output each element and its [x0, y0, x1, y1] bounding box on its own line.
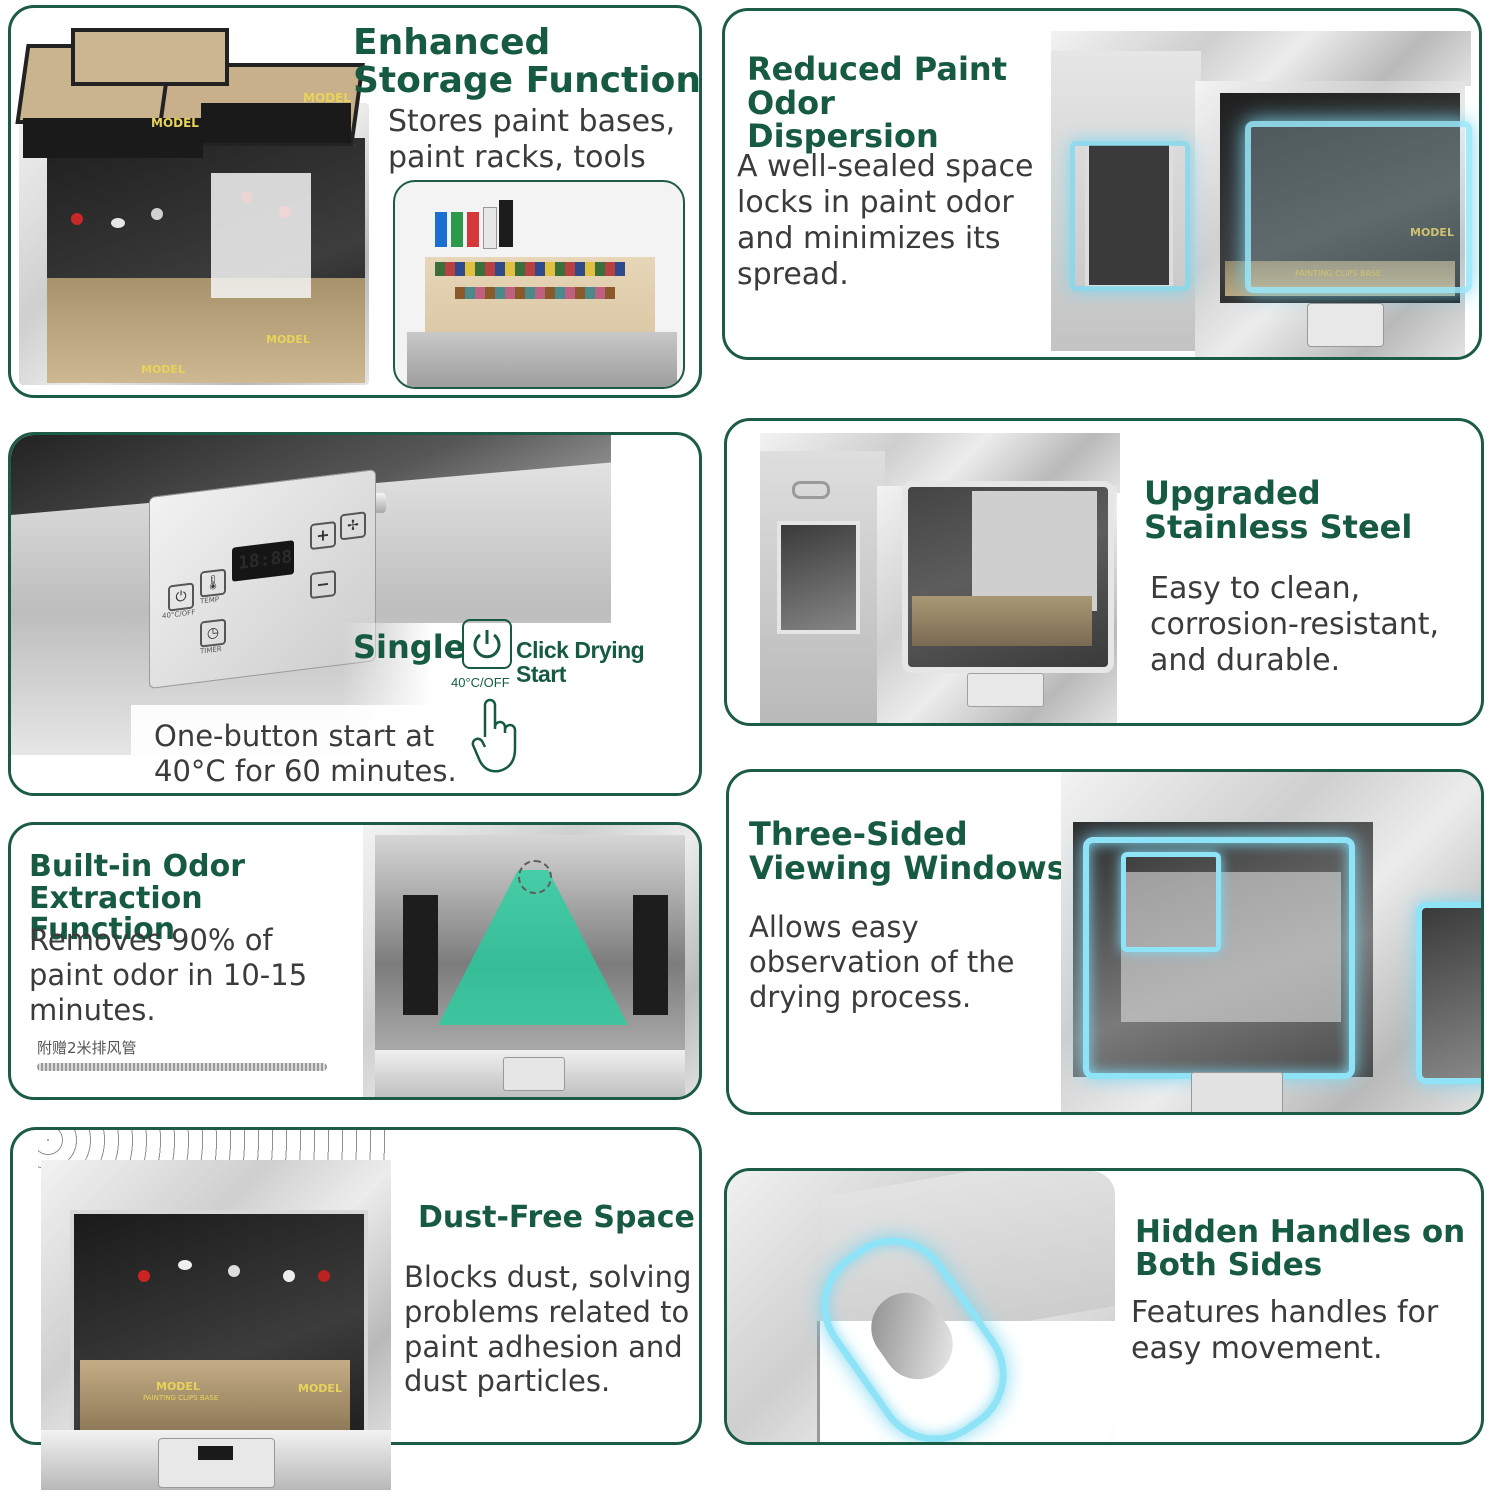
power-caption: 40°C/OFF	[451, 675, 510, 690]
storage-cabinet-image: MODEL MODEL MODEL MODEL	[11, 8, 369, 393]
base-label: PAINTING CLIPS BASE	[143, 1394, 219, 1402]
paint-rack-image	[393, 180, 685, 389]
accessory-note: 附赠2米排风管	[37, 1039, 137, 1057]
single-label: Single	[353, 628, 466, 666]
click-drying-label: Click Drying Start	[516, 637, 645, 688]
control-label: 40°C/OFF	[162, 608, 196, 621]
panel-body: One-button start at 40°C for 60 minutes.	[154, 719, 457, 788]
temp-button[interactable]: 🌡	[200, 568, 226, 598]
stainless-cabinet-image	[752, 421, 1132, 723]
panel-body: Easy to clean, corrosion-resistant, and …	[1150, 571, 1440, 678]
pointing-hand-icon	[471, 697, 521, 775]
fan-button[interactable]: ✢	[340, 511, 366, 541]
minus-button[interactable]: −	[310, 569, 336, 600]
base-label: MODEL	[156, 1380, 200, 1393]
panel-title: Dust-Free Space	[418, 1200, 695, 1235]
panel-odor-dispersion: Reduced Paint Odor Dispersion A well-sea…	[722, 8, 1482, 360]
base-label: MODEL	[298, 1382, 342, 1395]
power-icon	[462, 619, 512, 669]
fan-icon	[518, 860, 552, 894]
base-label: MODEL	[1410, 226, 1454, 239]
panel-body: Blocks dust, solving problems related to…	[404, 1260, 692, 1399]
sealed-cabinet-image: MODEL PAINTING CLIPS BASE	[1045, 11, 1479, 357]
exhaust-hose-icon	[37, 1063, 327, 1071]
panel-body: Stores paint bases, paint racks, tools	[388, 104, 676, 175]
panel-title: Enhanced Storage Function	[353, 22, 701, 101]
base-label: MODEL	[266, 333, 310, 346]
plus-button[interactable]: +	[310, 520, 336, 551]
base-label: MODEL	[141, 363, 185, 376]
panel-title: Hidden Handles on Both Sides	[1135, 1214, 1466, 1283]
temperature-display: 18:88	[232, 540, 294, 582]
dust-free-cabinet-image: MODEL MODEL PAINTING CLIPS BASE	[38, 1130, 393, 1492]
airflow-beam	[438, 870, 628, 1025]
panel-stainless-steel: Upgraded Stainless Steel Easy to clean, …	[724, 418, 1484, 726]
panel-title: Reduced Paint Odor Dispersion	[747, 50, 1007, 156]
base-label: PAINTING CLIPS BASE	[1295, 269, 1382, 278]
panel-title: Upgraded Stainless Steel	[1144, 474, 1413, 546]
side-window-glow	[1416, 902, 1481, 1084]
panel-title: Three-Sided Viewing Windows	[749, 815, 1066, 887]
panel-body: Features handles for easy movement.	[1131, 1295, 1439, 1366]
power-button[interactable]: ⏻	[168, 582, 194, 612]
timer-button[interactable]: ◷	[200, 618, 226, 648]
panel-single-click: 18:88 ⏻ 🌡 + ✢ − ◷ 40°C/OFF TEMP TIMER Si…	[8, 432, 702, 796]
panel-body: Removes 90% of paint odor in 10-15 minut…	[29, 923, 308, 1027]
panel-viewing-windows: Three-Sided Viewing Windows Allows easy …	[726, 769, 1484, 1115]
base-label: MODEL	[303, 91, 351, 105]
display-readout: 18:88	[238, 546, 293, 575]
base-label: MODEL	[151, 116, 199, 130]
handle-closeup-image	[727, 1171, 1115, 1442]
panel-title: Built-in Odor Extraction Function	[29, 849, 246, 947]
panel-enhanced-storage: MODEL MODEL MODEL MODEL Enhanced Storage…	[8, 5, 702, 398]
control-label: TIMER	[200, 645, 222, 656]
windows-cabinet-image	[1061, 772, 1481, 1112]
panel-hidden-handles: Hidden Handles on Both Sides Features ha…	[724, 1168, 1484, 1445]
panel-odor-extraction: Built-in Odor Extraction Function Remove…	[8, 822, 702, 1100]
panel-body: A well-sealed space locks in paint odor …	[737, 149, 1034, 292]
control-label: TEMP	[200, 595, 219, 606]
panel-body: Allows easy observation of the drying pr…	[749, 910, 1015, 1014]
extraction-cabinet-image	[363, 825, 699, 1097]
